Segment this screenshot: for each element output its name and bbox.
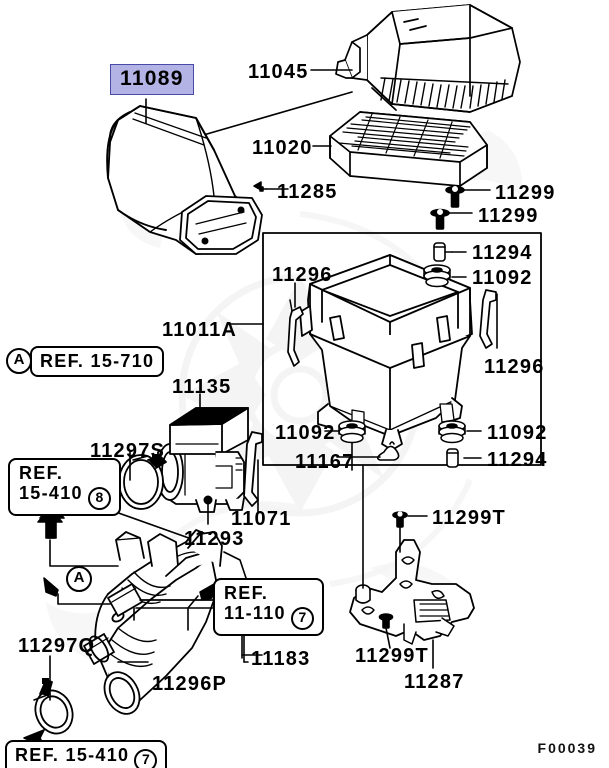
callout-a[interactable]: A [6,348,32,374]
part-label-11287[interactable]: 11287 [404,671,465,693]
ref-box-circled-number: 7 [290,607,314,631]
part-label-11296[interactable]: 11296 [272,264,333,286]
part-label-11167[interactable]: 11167 [295,451,355,473]
part-label-11294[interactable]: 11294 [487,449,548,471]
ref-box-line2-text: 15-410 [19,483,83,504]
callout-a[interactable]: A [66,566,92,592]
ref-box-circled-number: 7 [134,749,158,768]
part-label-11020[interactable]: 11020 [252,137,313,159]
part-label-11285[interactable]: 11285 [277,181,338,203]
ref-box-line1: REF. [19,463,64,483]
ref-box-line1: REF. 15-410 [15,745,130,765]
highlighted-part-number-11089[interactable]: 11089 [110,64,194,96]
figure-id: F00039 [537,740,597,756]
ref-box-ref-15-710[interactable]: REF. 15-710 [30,346,165,378]
part-label-11135[interactable]: 11135 [172,376,232,398]
part-label-11299t[interactable]: 11299T [432,507,506,529]
part-label-11092[interactable]: 11092 [275,422,336,444]
ref-box-line1: REF. [224,583,269,603]
ref-box-line2-text: 11-110 [224,603,286,624]
part-label-11092[interactable]: 11092 [472,267,533,289]
part-label-11092[interactable]: 11092 [487,422,548,444]
part-label-11294[interactable]: 11294 [472,242,533,264]
part-label-11071[interactable]: 11071 [231,508,292,530]
part-label-11183[interactable]: 11183 [251,648,311,670]
part-label-11045[interactable]: 11045 [248,61,309,83]
part-label-11299[interactable]: 11299 [495,182,556,204]
part-label-11297s[interactable]: 11297S [90,440,166,462]
ref-box-circled-number: 8 [87,487,111,511]
part-label-11299t[interactable]: 11299T [355,645,429,667]
part-label-11011a[interactable]: 11011A [162,319,238,341]
ref-box-line1: REF. 15-710 [40,351,155,371]
part-label-11299[interactable]: 11299 [478,205,539,227]
part-label-11293[interactable]: 11293 [184,528,245,550]
part-label-11296[interactable]: 11296 [484,356,545,378]
part-label-11297q[interactable]: 11297Q [18,635,96,657]
part-label-11296p[interactable]: 11296P [152,673,228,695]
